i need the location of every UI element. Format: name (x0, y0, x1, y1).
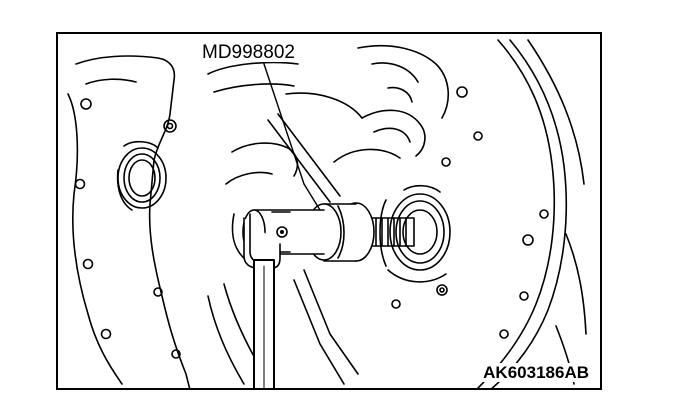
tool-part-number-label: MD998802 (200, 42, 297, 63)
transmission-illustration (67, 39, 587, 388)
wrench-handle (243, 213, 281, 388)
case-left-flange (67, 55, 191, 388)
case-center-details (207, 61, 363, 385)
splined-shaft (369, 217, 415, 247)
label-leader (263, 63, 321, 211)
special-tool (242, 202, 375, 262)
case-right-flange (477, 39, 587, 388)
illustration-frame: MD998802 AK603186AB (56, 32, 602, 390)
output-bearing (379, 184, 451, 309)
left-bore-seal (116, 140, 167, 211)
case-right-upper (333, 44, 483, 167)
figure-id-label: AK603186AB (480, 363, 592, 382)
